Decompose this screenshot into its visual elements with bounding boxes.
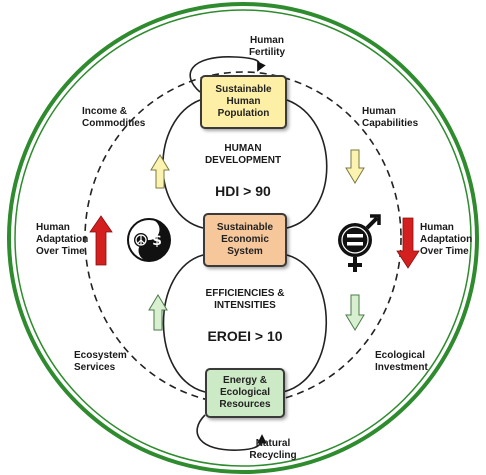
capabilities-down-arrow bbox=[345, 149, 365, 184]
outer-ring-inner bbox=[14, 9, 472, 467]
fertility-self-loop bbox=[189, 56, 266, 93]
adaptation-right-red-arrow bbox=[396, 217, 420, 269]
label-natural-recycling: Natural Recycling bbox=[249, 438, 297, 461]
income-up-arrow bbox=[150, 154, 170, 189]
label-adaptation-right: Human Adaptation Over Time bbox=[420, 222, 473, 257]
upper-right-loop bbox=[286, 99, 328, 229]
label-adaptation-left: Human Adaptation Over Time bbox=[36, 222, 89, 257]
node-sustainable-human-population: Sustainable Human Population bbox=[200, 75, 287, 129]
label-hdi: HDI > 90 bbox=[215, 183, 271, 199]
equality-gender-icon bbox=[338, 214, 381, 272]
label-eroei: EROEI > 10 bbox=[207, 328, 283, 344]
label-ecosystem-services: Ecosystem Services bbox=[74, 350, 127, 373]
label-efficiencies: EFFICIENCIES & INTENSITIES bbox=[205, 288, 285, 311]
label-human-development: HUMAN DEVELOPMENT bbox=[204, 143, 282, 166]
node-sustainable-economic-system: Sustainable Economic System bbox=[203, 213, 287, 267]
lower-right-loop bbox=[282, 254, 327, 393]
lower-left-loop bbox=[162, 254, 206, 393]
outer-ring-outer bbox=[7, 2, 479, 474]
node-energy-ecological-resources: Energy & Ecological Resources bbox=[205, 368, 285, 418]
ecosystem-up-arrow bbox=[148, 294, 168, 331]
label-ecological-investment: Ecological Investment bbox=[375, 350, 428, 373]
adaptation-left-red-arrow bbox=[89, 215, 113, 266]
peace-dollar-icon: $ bbox=[127, 218, 171, 262]
label-human-capabilities: Human Capabilities bbox=[362, 106, 419, 129]
label-human-fertility: Human Fertility bbox=[248, 35, 286, 58]
recycling-self-loop bbox=[196, 414, 267, 451]
investment-down-arrow bbox=[345, 294, 365, 331]
label-income-commodities: Income & Commodities bbox=[82, 106, 146, 129]
svg-text:$: $ bbox=[152, 233, 162, 249]
